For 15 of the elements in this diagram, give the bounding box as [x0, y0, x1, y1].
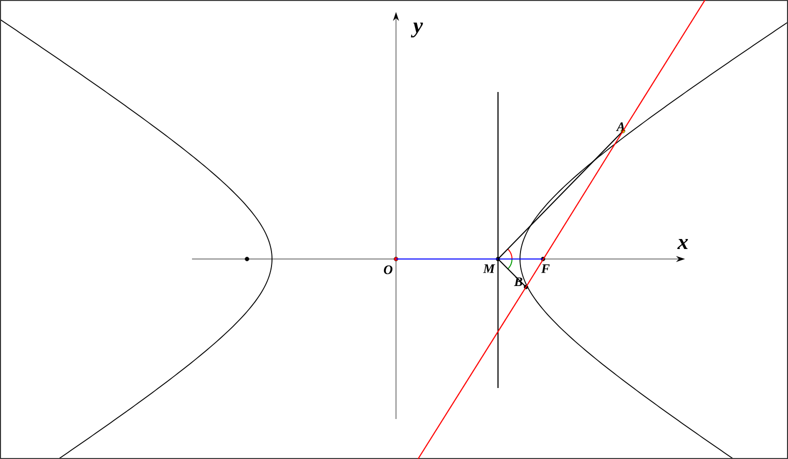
point: A	[616, 122, 626, 134]
axis-label: y	[410, 22, 423, 38]
point: F	[540, 256, 550, 273]
node-label: F	[541, 264, 550, 273]
line-segment	[396, 258, 543, 260]
line-segment	[498, 258, 526, 288]
axis-label: x	[677, 238, 688, 250]
line-segment	[498, 130, 624, 260]
line-segment	[526, 130, 624, 288]
point: O	[384, 256, 398, 274]
point	[244, 256, 250, 262]
node-label: A	[616, 122, 625, 131]
point: M	[483, 256, 500, 273]
node-label: M	[483, 264, 496, 273]
node-label: O	[384, 265, 392, 274]
